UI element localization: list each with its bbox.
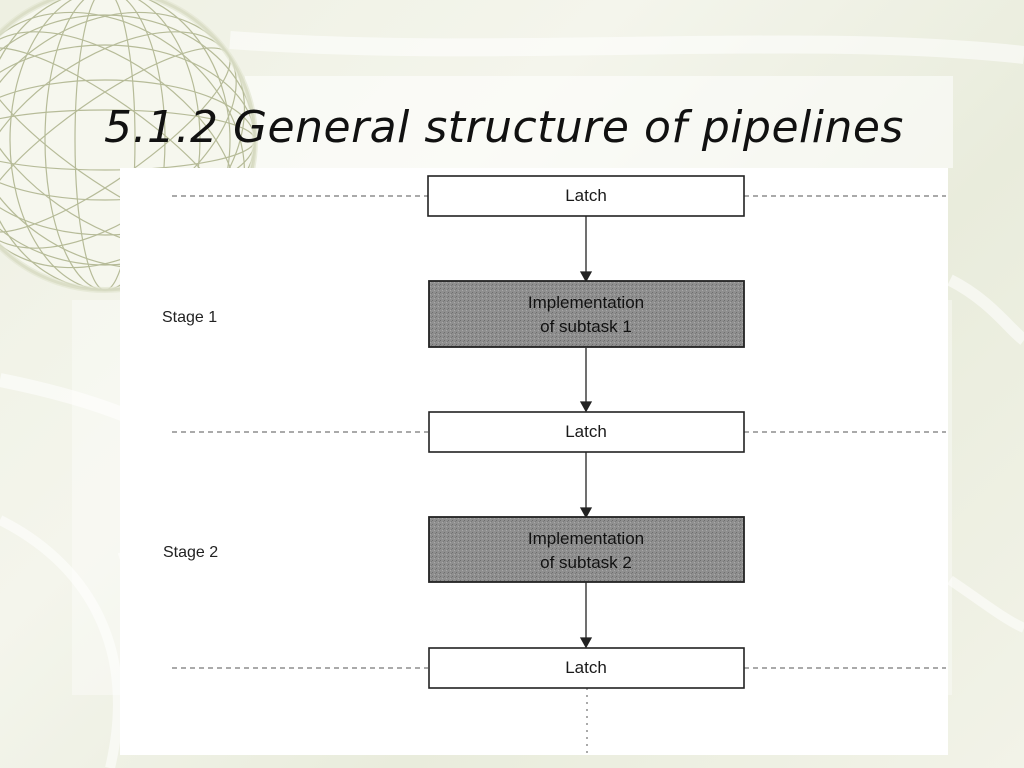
arrowhead-4 — [579, 637, 593, 649]
subtask-line-2: of subtask 1 — [540, 317, 632, 336]
latch-label: Latch — [565, 186, 607, 205]
latch-box: Latch — [428, 647, 745, 689]
subtask-line-2: of subtask 2 — [540, 553, 632, 572]
subtask-line-1: Implementation — [528, 293, 644, 312]
arrowhead-3 — [579, 507, 593, 519]
stage-subtask-box: Implementation of subtask 2 — [428, 516, 745, 583]
stage-label: Stage 1 — [162, 309, 217, 326]
latch-label: Latch — [565, 422, 607, 441]
latch-box: Latch — [427, 175, 745, 217]
pipeline-diagram: Latch Stage 1 Implementation of subtask … — [120, 168, 948, 755]
title-panel — [245, 76, 953, 168]
stage-label: Stage 2 — [163, 544, 218, 561]
pipeline-diagram-svg: Latch Stage 1 Implementation of subtask … — [162, 175, 946, 755]
slide-title: 5.1.2 General structure of pipelines — [104, 102, 904, 153]
arrowhead-2 — [579, 401, 593, 413]
latch-box: Latch — [428, 411, 745, 453]
latch-label: Latch — [565, 658, 607, 677]
stage-subtask-box: Implementation of subtask 1 — [428, 280, 745, 348]
subtask-line-1: Implementation — [528, 529, 644, 548]
arrowhead-1 — [579, 271, 593, 283]
